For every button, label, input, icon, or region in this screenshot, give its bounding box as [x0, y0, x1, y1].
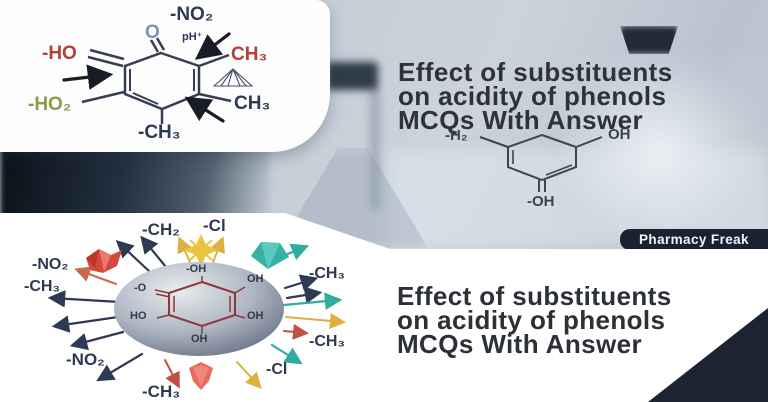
pharmacy-freak-badge: Pharmacy Freak	[620, 229, 768, 250]
orange-arrow	[74, 266, 117, 285]
phenol-structure-diagram	[479, 133, 603, 192]
label-o: O	[145, 22, 160, 43]
outer-label-ch2-top: -CH₂	[142, 220, 180, 239]
flask-stopper-icon	[326, 62, 378, 90]
top-title-line-2: on acidity of phenols	[398, 81, 667, 111]
yellow-sparkle-icon	[183, 234, 219, 267]
quinone-structure-card: -NO₂ O pH⁺ -HO CH₃ CH₃ -HO₂ -CH₃	[0, 0, 330, 152]
outer-label-cl-br: -Cl	[266, 361, 288, 378]
yellow-arrows	[177, 236, 346, 389]
label-ho2: -HO₂	[28, 94, 72, 115]
label-h2: -H₂	[445, 127, 468, 144]
center-label-oh-top: -OH	[186, 263, 207, 275]
bottom-title: Effect of substituents on acidity of phe…	[397, 281, 672, 359]
outer-label-ch3-left: -CH₃	[24, 278, 60, 295]
top-title-line-3: MCQs With Answer	[398, 105, 643, 135]
outer-label-no2-bl: -NO₂	[66, 350, 105, 369]
outer-label-no2-left: -NO₂	[32, 256, 69, 273]
top-title-line-1: Effect of substituents	[398, 57, 673, 87]
teal-gem-icon	[251, 242, 289, 269]
outer-label-ch3-right-low: -CH₃	[309, 333, 345, 350]
radial-diagram-graphic	[47, 234, 346, 390]
label-ch3-bottom: -CH₃	[138, 122, 181, 143]
badge-label: Pharmacy Freak	[639, 232, 749, 247]
triangle-mesh-icon	[212, 68, 254, 87]
center-label-o-left: -O	[134, 282, 147, 294]
label-no2: -NO₂	[170, 4, 214, 25]
outer-label-ch3-bottom: -CH₃	[142, 382, 181, 401]
red-arrows	[164, 323, 309, 389]
label-oh-bottom: -OH	[527, 193, 555, 210]
bottom-title-line-2: on acidity of phenols	[397, 305, 666, 335]
outer-label-cl-top: -Cl	[203, 216, 226, 235]
ring-structure	[154, 276, 246, 334]
top-title: Effect of substituents on acidity of phe…	[398, 57, 673, 135]
center-label-oh-right: OH	[247, 273, 264, 285]
red-diamond-icon	[189, 362, 213, 390]
substituent-radial-diagram: -OH -O OH HO OH OH -CH₂ -Cl -NO₂ -CH₃ -N…	[0, 213, 390, 402]
pointer-arrow-icon	[62, 32, 231, 123]
flask-neck-shape	[370, 88, 380, 210]
bottom-title-line-3: MCQs With Answer	[397, 329, 642, 359]
central-sphere	[114, 262, 284, 356]
outer-label-ch3-right-up: -CH₃	[309, 265, 345, 282]
quinone-structure-diagram	[62, 32, 254, 124]
navy-arrows	[47, 235, 323, 382]
label-ph-plus: pH⁺	[182, 31, 203, 43]
center-label-oh-br: OH	[247, 310, 264, 322]
label-ch3-lower: CH₃	[234, 93, 271, 114]
flask-stopper-icon	[620, 26, 678, 54]
label-ho: -HO	[42, 43, 77, 64]
label-oh-right: OH	[608, 126, 631, 143]
bottom-title-line-1: Effect of substituents	[397, 281, 672, 311]
red-crystal-icon	[86, 249, 122, 273]
center-label-ho-bl: HO	[130, 310, 147, 322]
label-ch3-upper: CH₃	[231, 44, 268, 65]
center-label-oh-bottom: OH	[191, 333, 208, 345]
phenol-structure: -H₂ OH -OH	[428, 118, 678, 218]
